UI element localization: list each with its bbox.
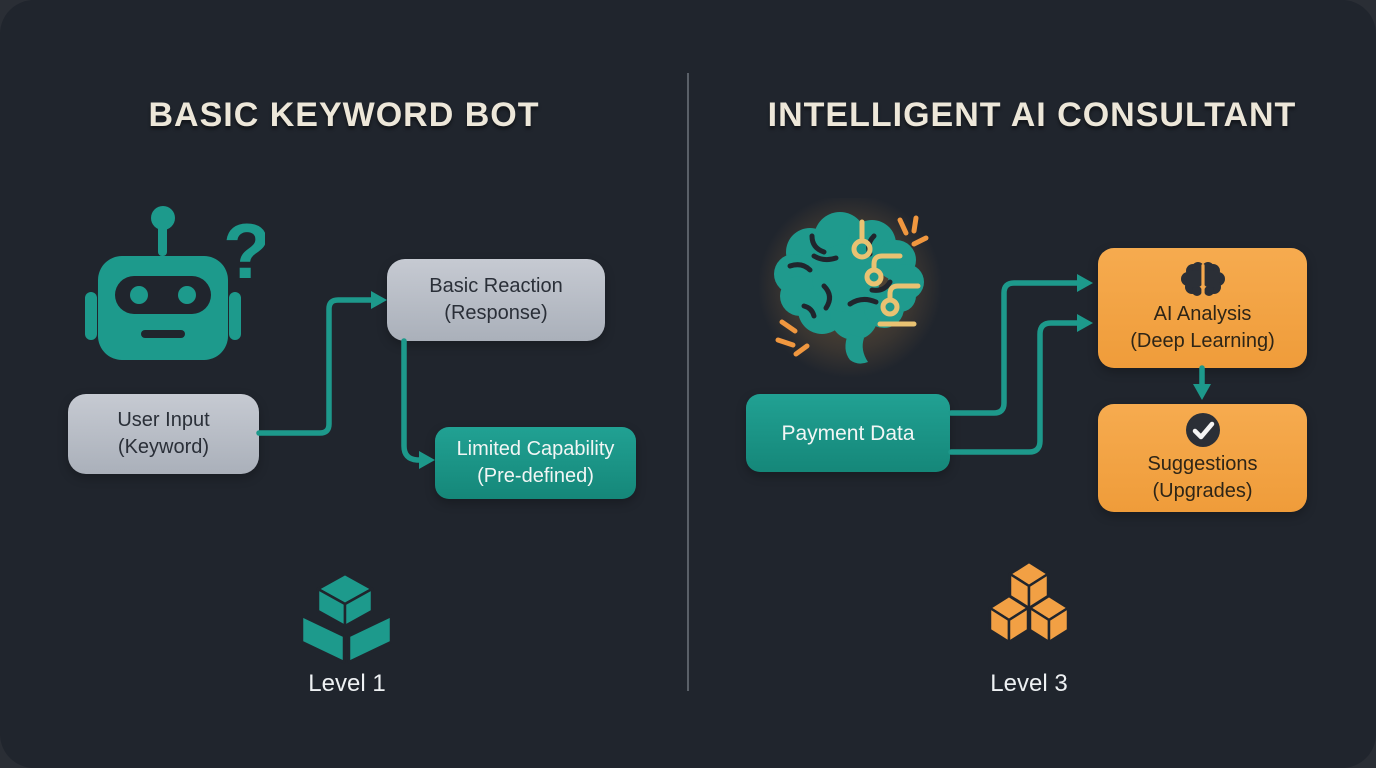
node-limited-capability: Limited Capability (Pre-defined): [435, 427, 636, 499]
cubes-level-3-icon: [974, 558, 1084, 668]
right-panel: INTELLIGENT AI CONSULTANT: [688, 0, 1376, 768]
node-ai-analysis-line1: AI Analysis: [1153, 302, 1252, 325]
node-user-input-line1: User Input: [117, 409, 210, 431]
node-user-input: User Input (Keyword): [68, 394, 259, 474]
node-limited-capability-line2: (Pre-defined): [477, 465, 594, 487]
node-suggestions: Suggestions (Upgrades): [1098, 404, 1307, 512]
node-payment-data-line1: Payment Data: [781, 421, 915, 445]
level-3-label: Level 3: [990, 670, 1068, 697]
check-circle-icon: [1185, 412, 1220, 447]
spark-lines: [775, 215, 929, 357]
circuit-traces: [851, 219, 921, 327]
node-user-input-line2: (Keyword): [117, 436, 210, 458]
robot-icon: ?: [85, 200, 271, 370]
node-payment-data: Payment Data: [746, 394, 950, 472]
brain-icon: [752, 194, 952, 383]
node-limited-capability-line1: Limited Capability: [456, 438, 615, 460]
question-mark-icon: ?: [223, 207, 265, 295]
cube-level-1-icon: [300, 570, 393, 670]
panel-divider: [687, 73, 689, 691]
node-basic-reaction: Basic Reaction (Response): [387, 259, 605, 341]
left-title: BASIC KEYWORD BOT: [148, 96, 540, 134]
node-ai-analysis-line2: (Deep Learning): [1130, 329, 1275, 352]
brain-glyph-icon: [1180, 261, 1225, 296]
node-basic-reaction-line2: (Response): [444, 302, 548, 324]
node-ai-analysis: AI Analysis (Deep Learning): [1098, 248, 1307, 368]
node-basic-reaction-line1: Basic Reaction: [429, 275, 563, 297]
right-title: INTELLIGENT AI CONSULTANT: [767, 96, 1297, 134]
node-suggestions-line2: (Upgrades): [1152, 479, 1253, 502]
left-panel: BASIC KEYWORD BOT ? User Input: [68, 96, 636, 697]
level-1-label: Level 1: [308, 670, 386, 697]
node-suggestions-line1: Suggestions: [1147, 452, 1258, 475]
